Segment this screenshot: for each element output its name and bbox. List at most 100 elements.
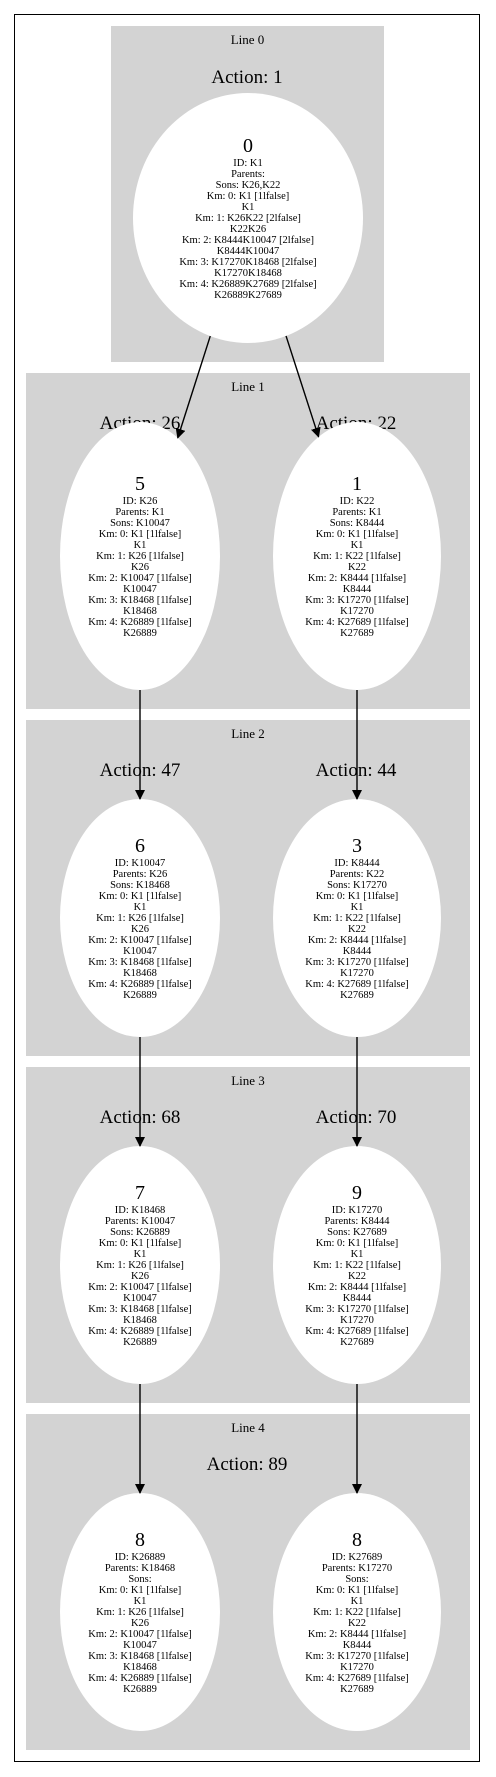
node-detail-line: K27689 [340,989,374,1001]
node-detail-line: K8444 [342,945,372,957]
node-number: 9 [352,1181,362,1204]
node-detail-line: Km: 0: K1 [1lfalse] [315,890,399,902]
node-detail-line: Sons: K26889 [110,1226,170,1238]
node-detail-line: K18468 [123,1314,157,1326]
cluster-label: Line 2 [231,726,265,741]
node-detail-line: ID: K8444 [334,857,380,869]
node-detail-line: K1 [133,539,147,551]
node-detail-line: Km: 4: K26889 [1lfalse] [88,1325,192,1337]
node-detail-line: Km: 1: K26 [1lfalse] [96,1259,184,1271]
node-detail-line: K1 [241,201,255,213]
node-detail-line: Parents: K18468 [104,1562,176,1574]
node-detail-line: Km: 2: K10047 [1lfalse] [88,572,192,584]
node-detail-line: Sons: K27689 [327,1226,387,1238]
node-detail-line: K17270 [340,605,374,617]
node-detail-line: Km: 3: K18468 [1lfalse] [88,594,192,606]
node-detail-line: Km: 4: K26889 [1lfalse] [88,616,192,628]
node-detail-line: K10047 [123,1639,157,1651]
node-detail-line: K27689 [340,1336,374,1348]
node-detail-line: Km: 3: K17270 [1lfalse] [305,594,409,606]
node-detail-line: Parents: K1 [332,506,382,518]
node-detail-line: K17270 [340,967,374,979]
node-detail-line: Sons: [128,1573,152,1585]
node-detail-line: K1 [133,901,147,913]
node-detail-line: Km: 0: K1 [1lfalse] [98,1584,182,1596]
node-number: 6 [135,834,145,857]
action-label: Action: 89 [206,1454,288,1475]
node-detail-line: K22 [347,561,367,573]
node-detail-line: K8444 [342,1292,372,1304]
node-detail-line: Sons: K26,K22 [215,179,281,191]
node-detail-line: K26889 [123,1683,157,1695]
node-detail-line: Km: 3: K17270 [1lfalse] [305,956,409,968]
node-detail-line: K10047 [123,945,157,957]
node-detail-line: K1 [350,1595,364,1607]
node-detail-line: K17270 [340,1661,374,1673]
node-detail-line: K26 [130,1617,150,1629]
action-label: Action: 68 [99,1107,181,1128]
node-detail-line: Km: 4: K26889K27689 [2lfalse] [179,278,317,290]
node-detail-line: Sons: [345,1573,369,1585]
node-detail-line: Km: 0: K1 [1lfalse] [315,528,399,540]
node-detail-line: Parents: K26 [112,868,168,880]
node-detail-line: K22 [347,1270,367,1282]
node-detail-line: K26889 [123,1336,157,1348]
node-detail-line: K1 [133,1595,147,1607]
node-detail-line: K26 [130,923,150,935]
node-detail-line: Km: 1: K22 [1lfalse] [313,550,401,562]
node-detail-line: Sons: K17270 [327,879,387,891]
node-detail-line: K26889K27689 [214,289,282,301]
node-detail-line: K22 [347,923,367,935]
node-detail-line: Km: 1: K26 [1lfalse] [96,1606,184,1618]
node-detail-line: Parents: K8444 [324,1215,390,1227]
node-detail-line: Km: 0: K1 [1lfalse] [206,190,290,202]
node-detail-line: K18468 [123,605,157,617]
node-detail-line: Parents: K22 [329,868,385,880]
node-detail-line: Km: 2: K10047 [1lfalse] [88,1281,192,1293]
node-detail-line: Parents: K17270 [321,1562,393,1574]
node-detail-line: Km: 2: K8444 [1lfalse] [307,934,407,946]
node-number: 8 [135,1528,145,1551]
node-detail-line: Km: 1: K26 [1lfalse] [96,550,184,562]
node-detail-line: Sons: K18468 [110,879,170,891]
node-detail-line: Km: 1: K26 [1lfalse] [96,912,184,924]
node-detail-line: K22K26 [229,223,267,235]
node-detail-line: ID: K27689 [331,1551,383,1563]
node-detail-line: Km: 2: K10047 [1lfalse] [88,934,192,946]
node-detail-line: Km: 0: K1 [1lfalse] [315,1584,399,1596]
node-detail-line: K27689 [340,1683,374,1695]
node-detail-line: K1 [350,539,364,551]
node-detail-line: Km: 4: K27689 [1lfalse] [305,978,409,990]
node-detail-line: ID: K1 [233,157,263,169]
node-detail-line: Km: 0: K1 [1lfalse] [315,1237,399,1249]
node-detail-line: K26889 [123,627,157,639]
node-number: 5 [135,472,145,495]
cluster-label: Line 1 [231,379,265,394]
node-detail-line: K26 [130,1270,150,1282]
node-detail-line: ID: K26 [122,495,158,507]
node-detail-line: Sons: K10047 [110,517,170,529]
node-detail-line: K1 [350,1248,364,1260]
node-detail-line: Parents: K1 [115,506,165,518]
node-detail-line: K10047 [123,583,157,595]
node-detail-line: Parents: [231,168,265,180]
node-number: 0 [243,134,253,157]
node-detail-line: K8444K10047 [216,245,280,257]
node-detail-line: ID: K10047 [114,857,166,869]
node-detail-line: K18468 [123,967,157,979]
node-detail-line: Km: 2: K8444 [1lfalse] [307,1628,407,1640]
node-detail-line: K17270K18468 [214,267,282,279]
node-detail-line: K26 [130,561,150,573]
node-detail-line: K1 [350,901,364,913]
node-detail-line: Km: 2: K8444K10047 [2lfalse] [181,234,315,246]
node-detail-line: Km: 2: K8444 [1lfalse] [307,572,407,584]
